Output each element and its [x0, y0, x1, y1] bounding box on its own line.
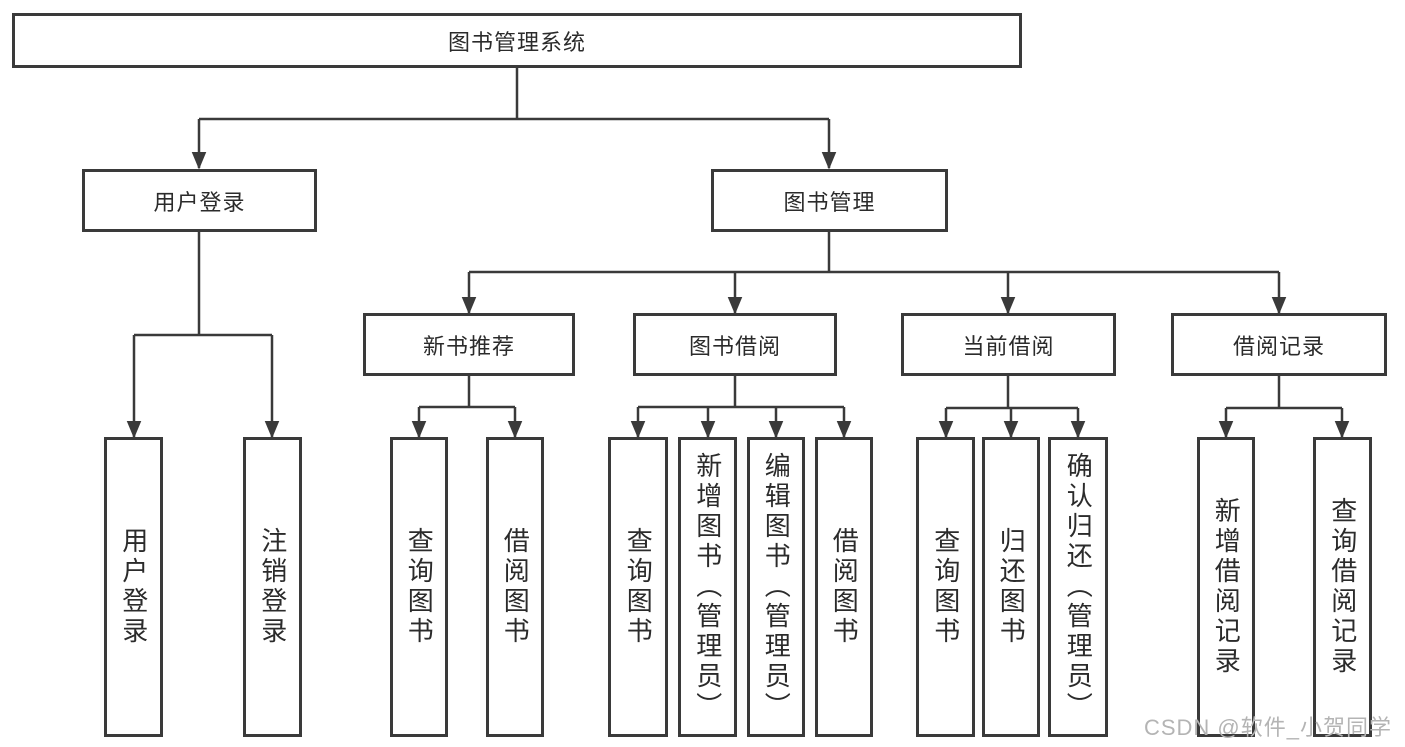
node-book-borrow: 图书借阅	[633, 313, 837, 376]
leaf-query-book-1: 查询图书	[390, 437, 448, 737]
leaf-borrow-book-1: 借阅图书	[486, 437, 544, 737]
leaf-add-borrow-record: 新增借阅记录	[1197, 437, 1255, 737]
leaf-query-book-3-label: 查询图书	[930, 527, 961, 647]
leaf-confirm-return-admin-label: 确认归还（管理员）	[1063, 452, 1094, 722]
node-borrow-record: 借阅记录	[1171, 313, 1387, 376]
node-book-management-label: 图书管理	[783, 189, 876, 215]
node-current-borrow: 当前借阅	[901, 313, 1116, 376]
node-root-label: 图书管理系统	[447, 29, 586, 55]
leaf-add-book-admin-label: 新增图书（管理员）	[692, 452, 723, 722]
leaf-query-book-3: 查询图书	[916, 437, 975, 737]
leaf-add-borrow-record-label: 新增借阅记录	[1211, 497, 1242, 677]
leaf-query-borrow-record-label: 查询借阅记录	[1327, 497, 1358, 677]
leaf-confirm-return-admin: 确认归还（管理员）	[1048, 437, 1108, 737]
leaf-query-book-2-label: 查询图书	[623, 527, 654, 647]
leaf-user-login-label: 用户登录	[118, 527, 149, 647]
node-new-book-recommend-label: 新书推荐	[422, 333, 515, 359]
node-user-login: 用户登录	[82, 169, 317, 232]
node-root: 图书管理系统	[12, 13, 1022, 68]
leaf-return-book: 归还图书	[982, 437, 1040, 737]
leaf-query-borrow-record: 查询借阅记录	[1313, 437, 1372, 737]
leaf-edit-book-admin-label: 编辑图书（管理员）	[761, 452, 792, 722]
node-borrow-record-label: 借阅记录	[1232, 333, 1325, 359]
leaf-return-book-label: 归还图书	[996, 527, 1027, 647]
node-book-borrow-label: 图书借阅	[688, 333, 781, 359]
leaf-add-book-admin: 新增图书（管理员）	[678, 437, 737, 737]
leaf-edit-book-admin: 编辑图书（管理员）	[747, 437, 805, 737]
leaf-borrow-book-2-label: 借阅图书	[829, 527, 860, 647]
leaf-logout: 注销登录	[243, 437, 302, 737]
leaf-borrow-book-1-label: 借阅图书	[500, 527, 531, 647]
leaf-logout-label: 注销登录	[257, 527, 288, 647]
node-book-management: 图书管理	[711, 169, 948, 232]
csdn-watermark: CSDN @软件_小贺同学	[1143, 715, 1392, 740]
node-current-borrow-label: 当前借阅	[962, 333, 1055, 359]
leaf-query-book-1-label: 查询图书	[404, 527, 435, 647]
node-new-book-recommend: 新书推荐	[363, 313, 575, 376]
leaf-borrow-book-2: 借阅图书	[815, 437, 873, 737]
node-user-login-label: 用户登录	[153, 189, 246, 215]
leaf-query-book-2: 查询图书	[608, 437, 668, 737]
leaf-user-login: 用户登录	[104, 437, 163, 737]
